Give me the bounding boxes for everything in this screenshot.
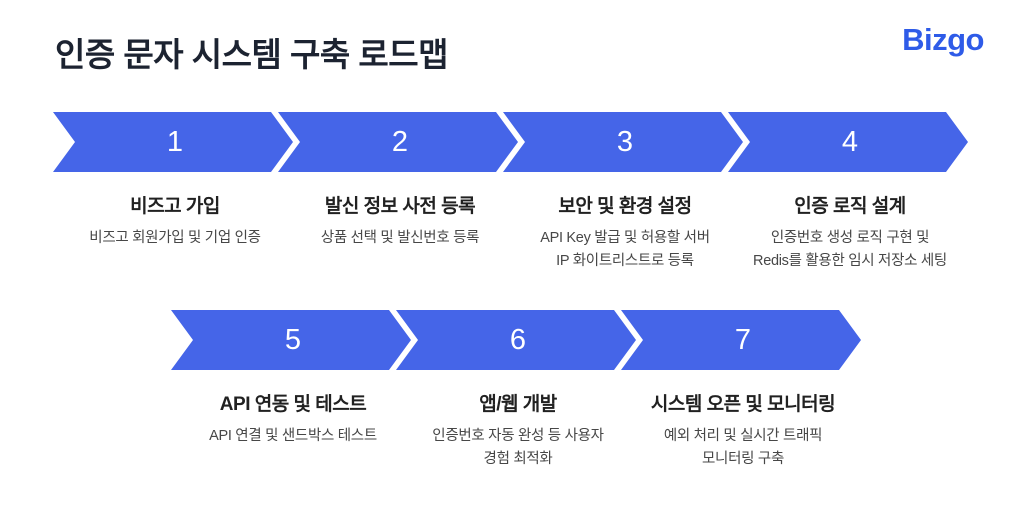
- step-1-title: 비즈고 가입: [130, 196, 220, 217]
- step-4-title: 인증 로직 설계: [794, 196, 906, 217]
- step-5-title: API 연동 및 테스트: [219, 394, 367, 415]
- step-3-arrow-shape: 3: [503, 112, 743, 172]
- step-3: 3 보안 및 환경 설정 API Key 발급 및 허용할 서버 IP 화이트리…: [503, 112, 747, 273]
- step-1-description: 비즈고 회원가입 및 기업 인증: [89, 230, 261, 246]
- step-7-description: 예외 처리 및 실시간 트래픽 모니터링 구축: [663, 428, 823, 467]
- step-7-arrow-shape: 7: [621, 310, 861, 370]
- step-7: 7 시스템 오픈 및 모니터링 예외 처리 및 실시간 트래픽 모니터링 구축: [621, 310, 865, 471]
- bizgo-logo: Bizgo: [902, 22, 984, 57]
- step-1-number: 1: [166, 125, 184, 158]
- step-4-description: 인증번호 생성 로직 구현 및 Redis를 활용한 임시 저장소 세팅: [753, 230, 947, 269]
- step-5: 5 API 연동 및 테스트 API 연결 및 샌드박스 테스트: [171, 310, 415, 448]
- step-3-description: API Key 발급 및 허용할 서버 IP 화이트리스트로 등록: [540, 230, 710, 269]
- step-5-description: API 연결 및 샌드박스 테스트: [209, 428, 377, 444]
- step-6-arrow-shape: 6: [396, 310, 636, 370]
- step-4: 4 인증 로직 설계 인증번호 생성 로직 구현 및 Redis를 활용한 임시…: [728, 112, 972, 273]
- step-1-arrow-shape: 1: [53, 112, 293, 172]
- step-2: 2 발신 정보 사전 등록 상품 선택 및 발신번호 등록: [278, 112, 522, 250]
- step-3-title: 보안 및 환경 설정: [558, 196, 692, 217]
- step-3-number: 3: [616, 125, 634, 158]
- step-7-number: 7: [734, 323, 752, 356]
- step-4-arrow-shape: 4: [728, 112, 968, 172]
- step-2-description: 상품 선택 및 발신번호 등록: [320, 230, 480, 246]
- step-2-number: 2: [391, 125, 409, 158]
- page-title: 인증 문자 시스템 구축 로드맵: [55, 36, 449, 73]
- step-6-title: 앱/웹 개발: [479, 394, 557, 415]
- step-5-number: 5: [284, 323, 302, 356]
- step-4-number: 4: [841, 125, 859, 158]
- step-1: 1 비즈고 가입 비즈고 회원가입 및 기업 인증: [53, 112, 297, 250]
- step-7-title: 시스템 오픈 및 모니터링: [650, 394, 836, 415]
- step-2-arrow-shape: 2: [278, 112, 518, 172]
- step-6: 6 앱/웹 개발 인증번호 자동 완성 등 사용자 경험 최적화: [396, 310, 640, 471]
- step-6-description: 인증번호 자동 완성 등 사용자 경험 최적화: [432, 428, 604, 467]
- step-5-arrow-shape: 5: [171, 310, 411, 370]
- step-6-number: 6: [509, 323, 527, 356]
- step-2-title: 발신 정보 사전 등록: [324, 196, 476, 217]
